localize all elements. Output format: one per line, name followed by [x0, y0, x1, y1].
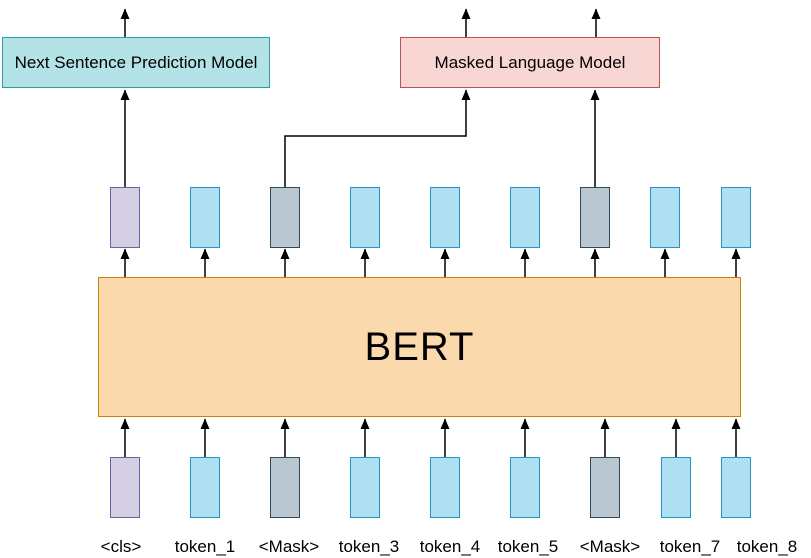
token-label-7: token_7 — [659, 537, 721, 556]
output-embedding-token-7 — [650, 187, 680, 248]
masked-language-model-box: Masked Language Model — [400, 37, 660, 88]
input-embedding-token-8 — [721, 457, 751, 518]
token-label-0: <cls> — [100, 537, 142, 556]
input-embedding-token-1 — [190, 457, 220, 518]
input-embedding-mask-6 — [590, 457, 620, 518]
input-embedding-token-7 — [661, 457, 691, 518]
output-embedding-token-4 — [430, 187, 460, 248]
output-embedding-token-5 — [510, 187, 540, 248]
token-label-6: <Mask> — [579, 537, 641, 556]
next-sentence-prediction-box: Next Sentence Prediction Model — [2, 37, 270, 88]
token-label-3: token_3 — [338, 537, 400, 556]
input-embedding-mask-2 — [270, 457, 300, 518]
token-label-5: token_5 — [497, 537, 559, 556]
output-embedding-token-8 — [721, 187, 751, 248]
bert-label: BERT — [364, 324, 475, 369]
output-embedding-mask-6 — [580, 187, 610, 248]
bert-box: BERT — [98, 277, 741, 417]
token-label-2: <Mask> — [258, 537, 320, 556]
token-label-1: token_1 — [174, 537, 236, 556]
output-embedding-token-3 — [350, 187, 380, 248]
input-embedding-token-4 — [430, 457, 460, 518]
input-embedding-token-5 — [510, 457, 540, 518]
output-embedding-cls-0 — [110, 187, 140, 248]
output-embedding-token-1 — [190, 187, 220, 248]
output-embedding-mask-2 — [270, 187, 300, 248]
token-label-4: token_4 — [419, 537, 481, 556]
mask1-to-mlm-arrow — [284, 89, 471, 187]
next-sentence-prediction-label: Next Sentence Prediction Model — [14, 52, 258, 72]
input-embedding-cls-0 — [110, 457, 140, 518]
masked-language-model-label: Masked Language Model — [434, 52, 626, 72]
input-embedding-token-3 — [350, 457, 380, 518]
token-label-8: token_8 — [736, 537, 798, 556]
